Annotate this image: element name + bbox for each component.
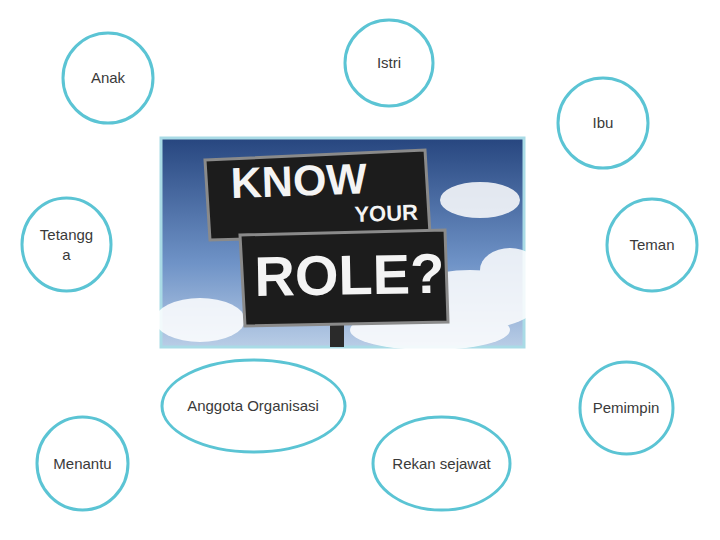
sign-text: ROLE? xyxy=(254,243,445,308)
role-node: Tetangga xyxy=(20,196,113,293)
role-label: Pemimpin xyxy=(593,398,660,418)
role-node: Istri xyxy=(343,18,435,108)
role-node: Menantu xyxy=(35,415,130,512)
sign-text: KNOW xyxy=(230,155,368,207)
role-label: Anggota Organisasi xyxy=(187,396,319,416)
role-circle xyxy=(20,196,113,293)
role-node: Rekan sejawat xyxy=(371,415,512,512)
role-label: Menantu xyxy=(53,454,111,474)
role-label: Anak xyxy=(91,68,125,88)
role-node: Pemimpin xyxy=(578,360,675,456)
role-label: Tetangga xyxy=(38,225,96,264)
role-node: Anggota Organisasi xyxy=(160,358,347,454)
role-label: Teman xyxy=(629,235,674,255)
sign-text: YOUR xyxy=(354,201,418,227)
role-node: Ibu xyxy=(556,76,650,170)
role-label: Ibu xyxy=(593,113,614,133)
role-label: Rekan sejawat xyxy=(392,454,490,474)
role-node: Anak xyxy=(61,31,155,125)
role-node: Teman xyxy=(605,197,699,293)
role-label: Istri xyxy=(377,53,401,73)
